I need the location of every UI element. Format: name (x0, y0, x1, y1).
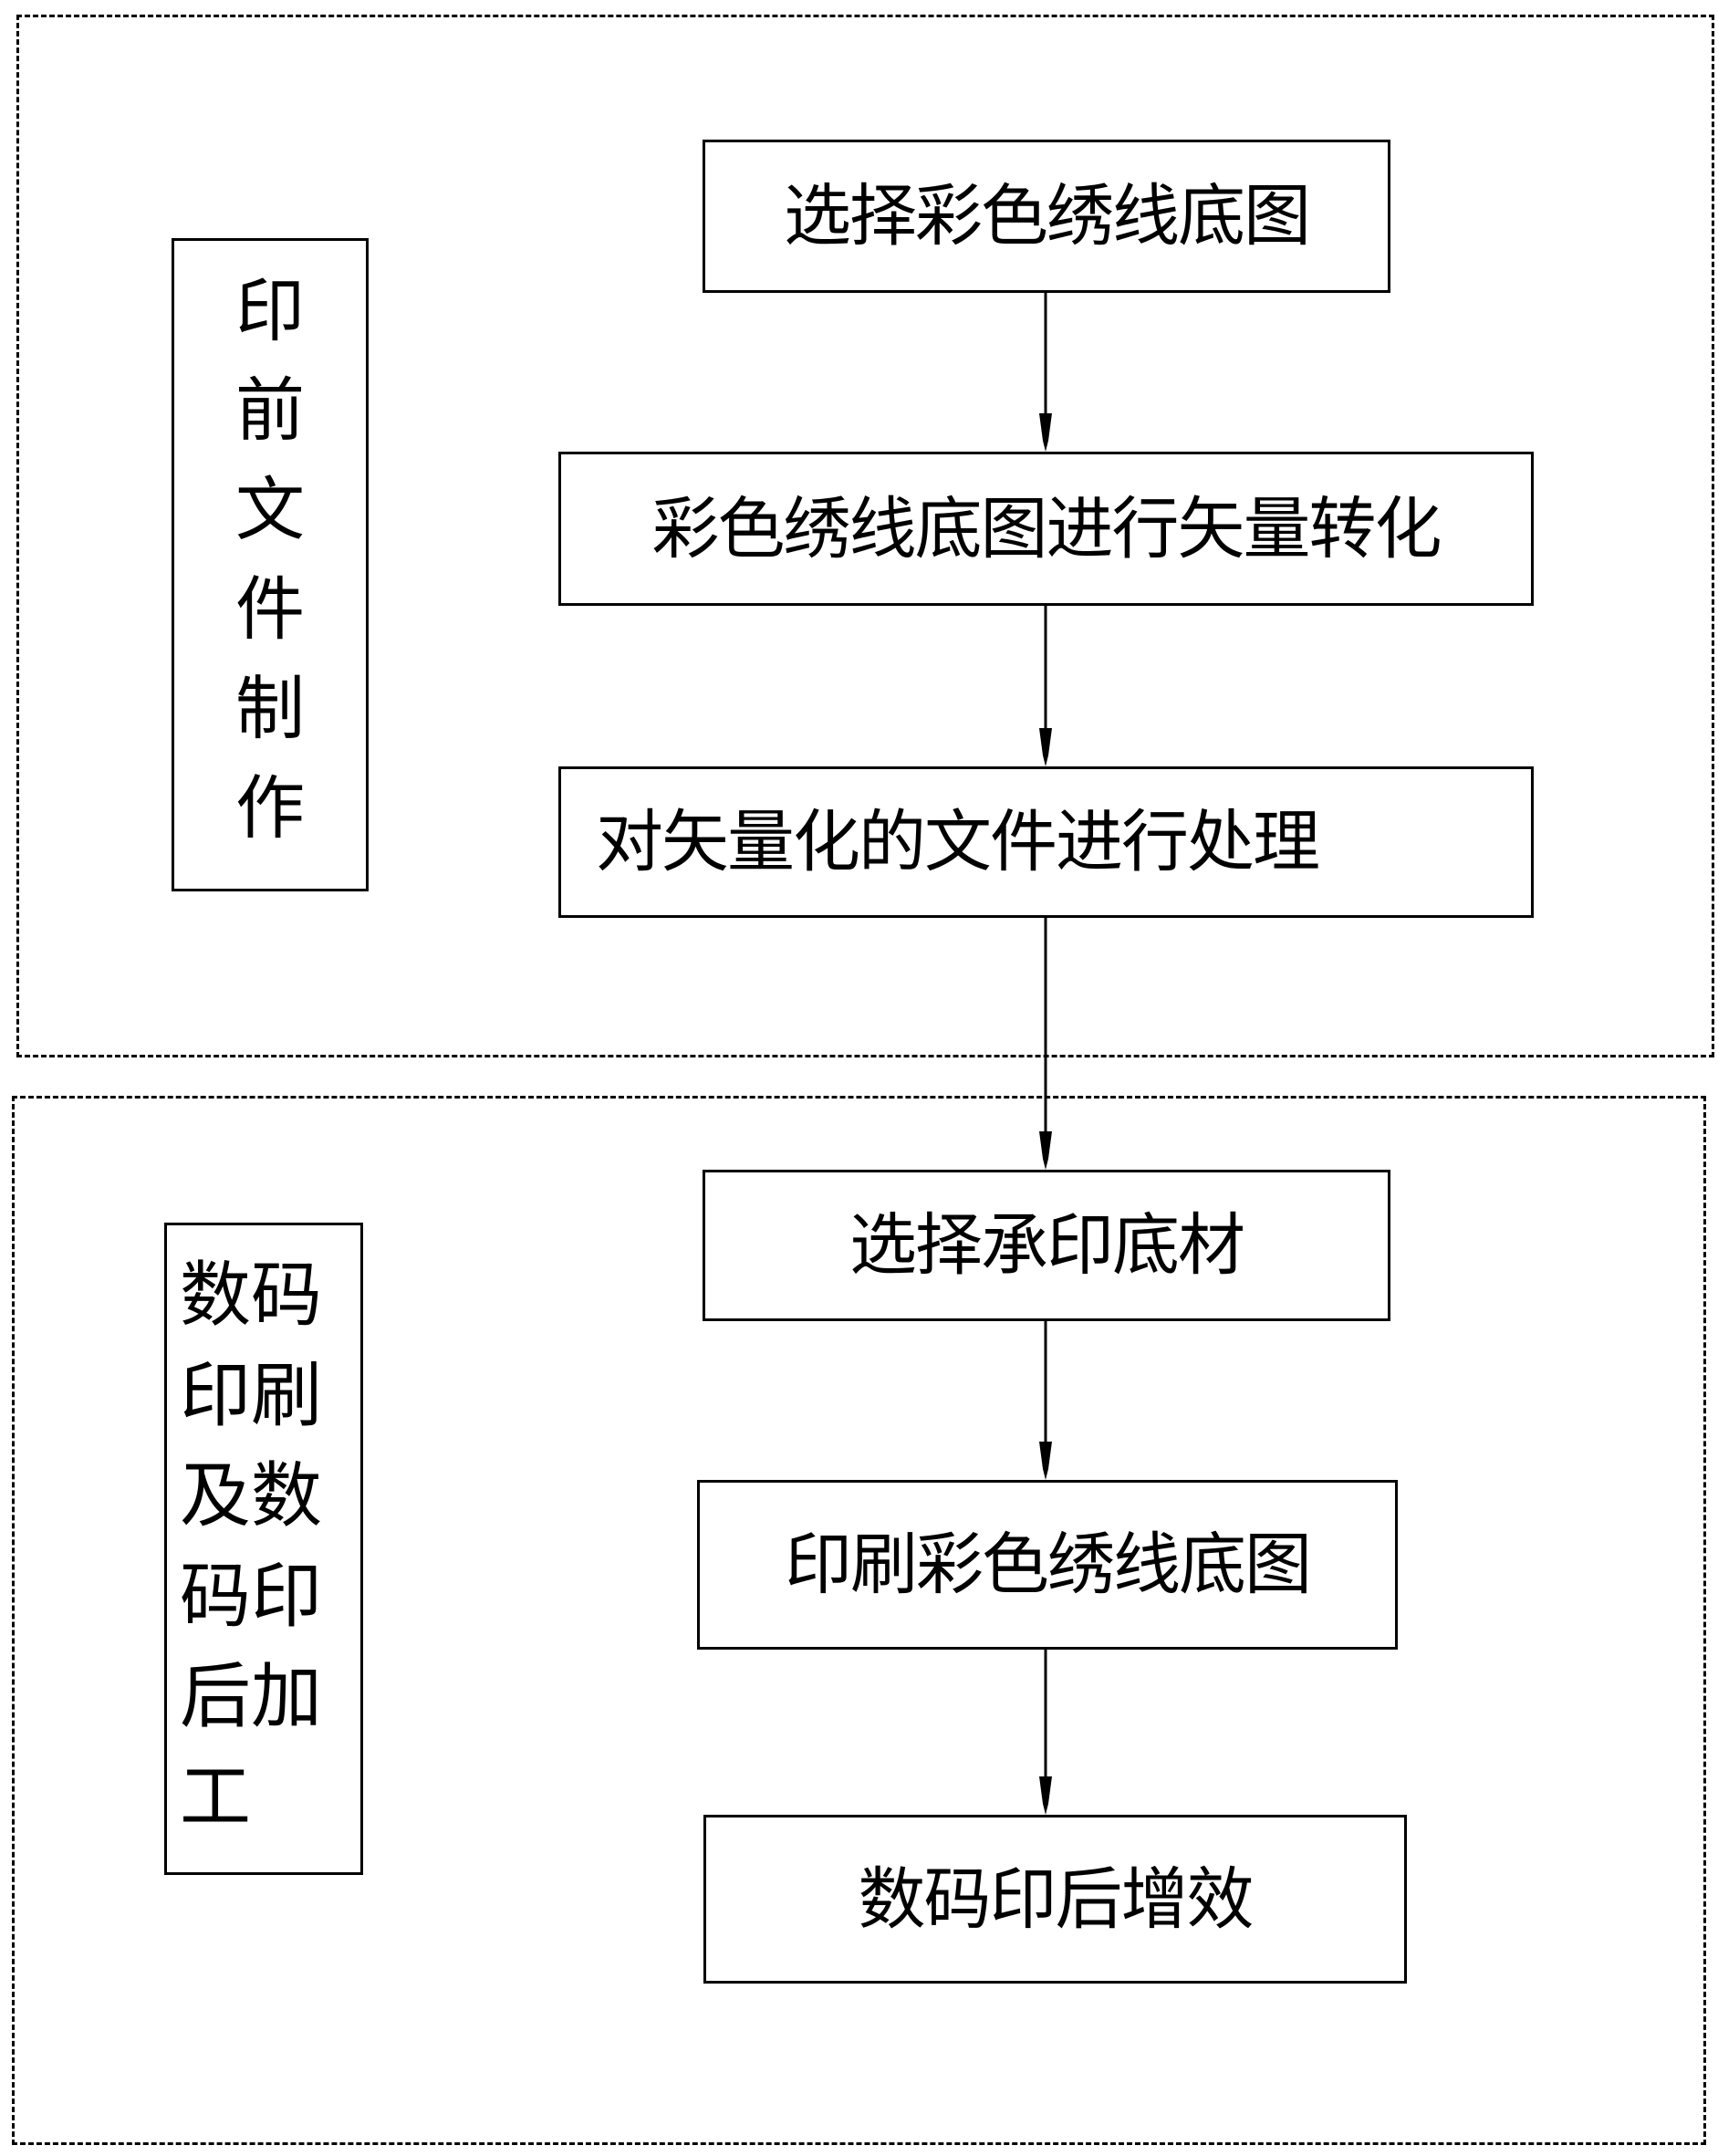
step-text: 彩色绣线底图进行矢量转化 (651, 489, 1442, 568)
step-process-vector-file: 对矢量化的文件进行处理 (558, 766, 1534, 918)
step-text: 对矢量化的文件进行处理 (596, 803, 1320, 881)
step-text: 选择承印底材 (849, 1206, 1245, 1285)
group-label-prepress: 印 前 文 件 制 作 (172, 238, 369, 891)
step-select-thread-image: 选择彩色绣线底图 (703, 140, 1390, 293)
group-label-digital-printing-text: 数码 印刷 及数 码印 后加 工 (180, 1255, 323, 1838)
arrowhead-icon (1039, 1131, 1052, 1170)
arrowhead-icon (1039, 1442, 1052, 1480)
step-vector-conversion: 彩色绣线底图进行矢量转化 (558, 452, 1534, 606)
arrowhead-icon (1039, 1776, 1052, 1815)
arrowhead-icon (1039, 728, 1052, 766)
step-select-substrate: 选择承印底材 (703, 1170, 1390, 1321)
arrowhead-icon (1039, 413, 1052, 452)
group-prepress-container (16, 15, 1714, 1057)
step-text: 选择彩色绣线底图 (784, 177, 1311, 255)
step-text: 数码印后增效 (858, 1859, 1255, 1939)
step-text: 印刷彩色绣线底图 (785, 1526, 1312, 1604)
step-print-thread-image: 印刷彩色绣线底图 (697, 1480, 1398, 1650)
group-label-digital-printing: 数码 印刷 及数 码印 后加 工 (164, 1223, 363, 1875)
group-label-prepress-text: 印 前 文 件 制 作 (235, 270, 305, 849)
step-post-print-enhancement: 数码印后增效 (703, 1815, 1407, 1984)
group-digital-printing-container (12, 1096, 1706, 2145)
